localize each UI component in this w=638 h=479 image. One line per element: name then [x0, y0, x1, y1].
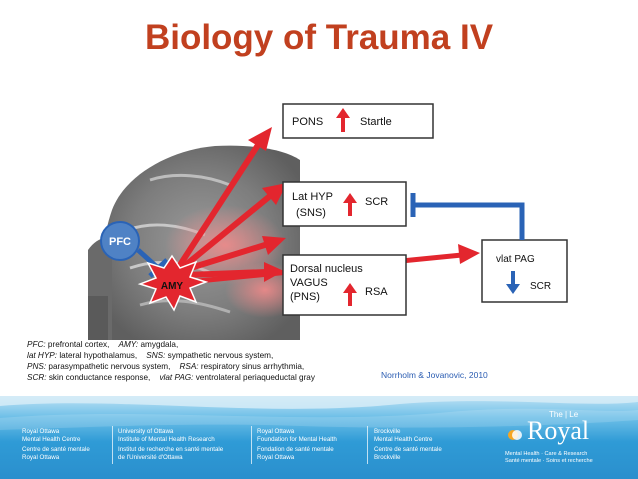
arrow-to-lathyp [180, 193, 272, 271]
footer-line: Centre de santé mentale [374, 446, 442, 454]
legend-abbr: AMY: [118, 340, 139, 349]
legend-row: PNS: parasympathetic nervous system, RSA… [27, 361, 315, 372]
down-arrow-scr [506, 271, 520, 294]
startle-label: Startle [360, 116, 392, 128]
dorsal-line1: Dorsal nucleus [290, 263, 363, 275]
dorsal-line2: VAGUS [290, 277, 328, 289]
footer-line: Royal Ottawa [22, 453, 60, 461]
footer-col-royal-ottawa: Royal Ottawa Mental Health Centre Centre… [22, 428, 90, 461]
footer-line: Centre de santé mentale [22, 446, 90, 454]
footer-line: Royal Ottawa [257, 453, 295, 461]
footer-line: de l'Université d'Ottawa [118, 453, 183, 461]
footer-banner: Royal Ottawa Mental Health Centre Centre… [0, 396, 638, 479]
arrow-head-pons [248, 127, 272, 151]
pfc-label: PFC [109, 236, 131, 248]
vlatpag-label: vlat PAG [496, 254, 535, 265]
up-arrow-scr [343, 193, 357, 216]
legend-def: respiratory sinus arrhythmia, [198, 362, 305, 371]
legend-row: lat HYP: lateral hypothalamus, SNS: symp… [27, 350, 315, 361]
footer-line: Royal Ottawa [257, 428, 295, 435]
up-arrow-rsa [343, 283, 357, 306]
footer-line: Brockville [374, 453, 401, 461]
scr-label-2: SCR [530, 281, 551, 292]
legend-def: ventrolateral periaqueductal gray [193, 373, 315, 382]
footer-line: Mental Health Centre [374, 435, 433, 443]
slide-title: Biology of Trauma IV [144, 18, 494, 57]
the-royal-logo: The | Le Royal Mental Health · Care & Re… [505, 410, 615, 472]
rsa-label: RSA [365, 286, 388, 298]
footer-col-foundation: Royal Ottawa Foundation for Mental Healt… [257, 428, 337, 461]
footer-line: Institut de recherche en santé mentale [118, 446, 224, 454]
up-arrow-startle [336, 108, 350, 132]
amy-label: AMY [161, 281, 184, 292]
royal-leaf-icon [508, 430, 522, 440]
footer-line: Mental Health Centre [22, 435, 81, 443]
vlatpag-inhibition [410, 193, 525, 240]
arrow-to-dorsal-lower [185, 269, 267, 278]
footer-line: Brockville [374, 428, 401, 435]
citation: Norrholm & Jovanovic, 2010 [381, 370, 488, 380]
footer-divider [112, 426, 113, 464]
footer-col-uottawa: University of Ottawa Institute of Mental… [118, 428, 223, 461]
legend-row: PFC: prefrontal cortex, AMY: amygdala, [27, 339, 315, 350]
legend-abbr: RSA: [179, 362, 199, 371]
arrow-head-dorsal-upper [262, 236, 286, 255]
logo-the: The | Le [549, 410, 579, 419]
logo-royal: Royal [527, 416, 590, 445]
arrow-head-lathyp [262, 183, 287, 205]
footer-line: Fondation de santé mentale [257, 446, 334, 454]
lathyp-box: Lat HYP (SNS) SCR [282, 181, 407, 227]
footer-line: Royal Ottawa [22, 428, 60, 435]
lathyp-line1: Lat HYP [292, 191, 333, 203]
footer-wave [0, 396, 638, 430]
scr-label-1: SCR [365, 196, 388, 208]
arrow-to-dorsal-upper [183, 241, 269, 273]
arrow-head-vlatpag [458, 244, 480, 264]
footer-line: Institute of Mental Health Research [118, 435, 215, 443]
logo-tagline-fr: Santé mentale · Soins et recherche [505, 458, 593, 464]
legend-def: sympathetic nervous system, [165, 351, 274, 360]
footer-divider [367, 426, 368, 464]
legend-def: skin conductance response, [46, 373, 151, 382]
vlatpag-box: vlat PAG SCR [481, 239, 568, 303]
logo-tagline-en: Mental Health · Care & Research [505, 451, 588, 457]
legend-abbr: PNS: [27, 362, 47, 371]
dorsal-box: Dorsal nucleus VAGUS (PNS) RSA [282, 254, 407, 316]
lathyp-line2: (SNS) [296, 207, 326, 219]
dorsal-line3: (PNS) [290, 291, 320, 303]
legend-def: parasympathetic nervous system, [46, 362, 171, 371]
pons-label: PONS [292, 116, 323, 128]
amy-node: AMY [137, 254, 209, 312]
abbreviation-legend: PFC: prefrontal cortex, AMY: amygdala, l… [27, 339, 315, 383]
pons-box: PONS Startle [282, 103, 434, 139]
footer-line: Foundation for Mental Health [257, 435, 337, 443]
footer-divider [251, 426, 252, 464]
arrow-to-pons [175, 143, 261, 270]
legend-def: prefrontal cortex, [45, 340, 110, 349]
legend-def: lateral hypothalamus, [57, 351, 138, 360]
legend-abbr: vlat PAG: [159, 373, 194, 382]
footer-line: University of Ottawa [118, 428, 174, 435]
legend-def: amygdala, [138, 340, 179, 349]
footer-col-brockville: Brockville Mental Health Centre Centre d… [374, 428, 442, 461]
legend-abbr: PFC: [27, 340, 46, 349]
legend-abbr: lat HYP: [27, 351, 58, 360]
legend-abbr: SNS: [146, 351, 166, 360]
legend-row: SCR: skin conductance response, vlat PAG… [27, 372, 315, 383]
legend-abbr: SCR: [27, 373, 47, 382]
